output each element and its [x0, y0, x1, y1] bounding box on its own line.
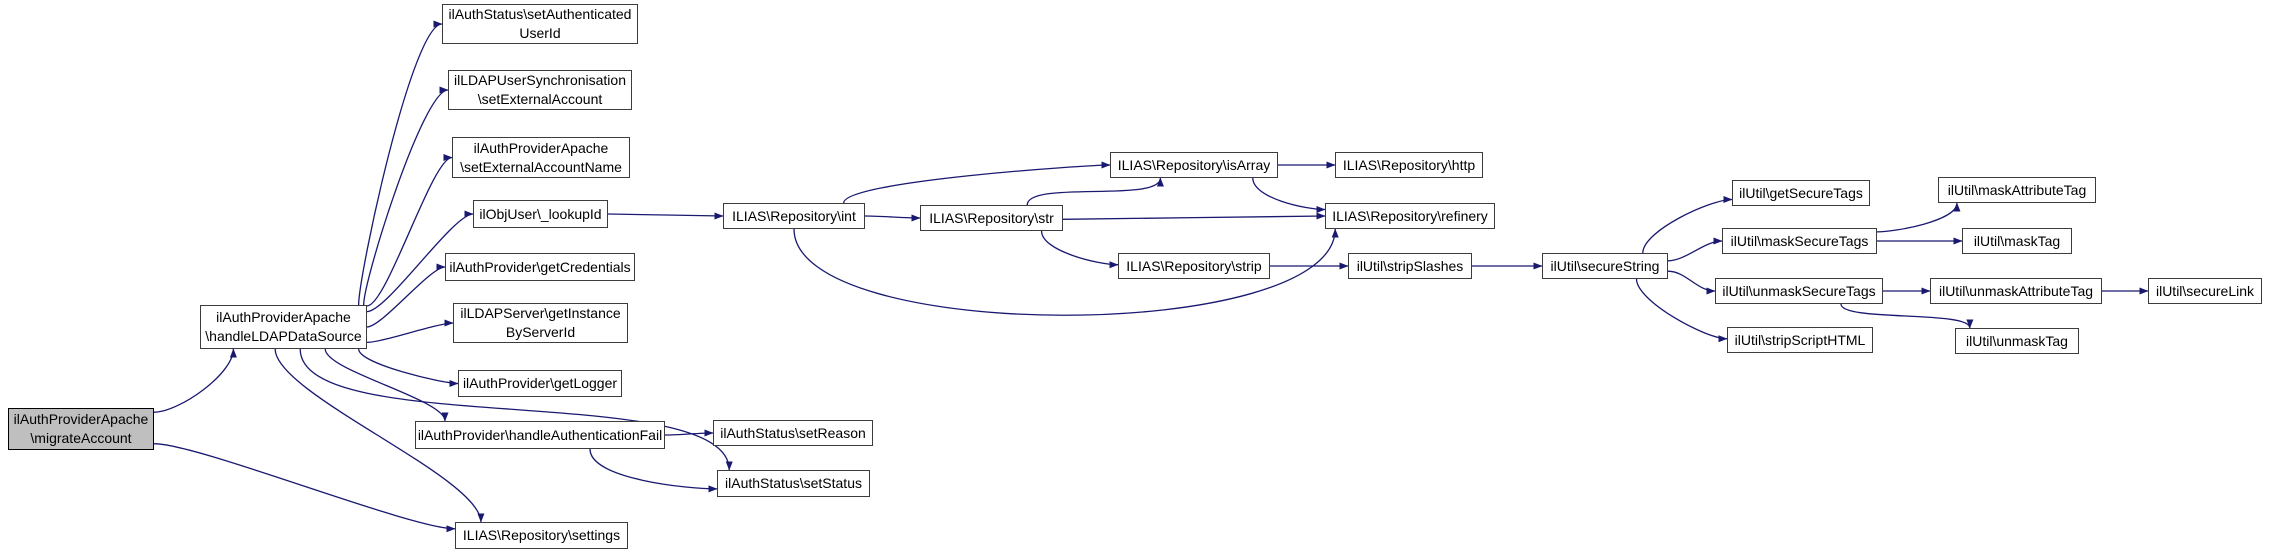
edge-secure-string--mask-secure-tags [1667, 237, 1723, 262]
node-repo-str[interactable]: ILIAS\Repository\str [920, 205, 1063, 231]
edge-handle-ldap-data-source--set-external-account-name [366, 154, 453, 307]
edge-handle-ldap-data-source--set-status [299, 348, 733, 471]
edge-handle-authentication-fail--set-reason [664, 429, 714, 437]
node-repo-is-array[interactable]: ILIAS\Repository\isArray [1110, 152, 1278, 178]
edge-handle-authentication-fail--set-status [589, 448, 718, 493]
node-get-secure-tags[interactable]: ilUtil\getSecureTags [1732, 180, 1870, 206]
edge-unmask-secure-tags--unmask-tag [1840, 303, 1974, 329]
edge-handle-ldap-data-source--set-external-account [363, 86, 449, 306]
node-label-line: ilUtil\maskAttributeTag [1947, 181, 2087, 198]
edge-handle-ldap-data-source--settings [274, 348, 485, 523]
node-label-line: ilAuthStatus\setReason [720, 424, 866, 441]
node-label-line: ilUtil\unmaskSecureTags [1722, 282, 1876, 299]
edge-repo-str--repo-refinery [1062, 212, 1326, 220]
edge-secure-string--strip-script-html [1635, 278, 1728, 343]
edge-secure-string--get-secure-tags [1642, 196, 1733, 254]
node-unmask-secure-tags[interactable]: ilUtil\unmaskSecureTags [1715, 278, 1883, 304]
node-lookup-id[interactable]: ilObjUser\_lookupId [473, 200, 608, 228]
node-set-external-account-name[interactable]: ilAuthProviderApache \setExternalAccountN… [452, 137, 630, 178]
node-label-line: ilUtil\maskTag [1973, 232, 2061, 249]
node-label-line: ILIAS\Repository\settings [462, 527, 621, 543]
node-get-credentials[interactable]: ilAuthProvider\getCredentials [445, 253, 635, 281]
edge-mask-secure-tags--mask-attribute-tag [1876, 202, 1961, 233]
node-label-line: ILIAS\Repository\str [929, 209, 1054, 226]
node-settings[interactable]: ILIAS\Repository\settings [455, 522, 628, 549]
edge-handle-ldap-data-source--handle-authentication-fail [324, 348, 449, 422]
node-strip-slashes[interactable]: ilUtil\stripSlashes [1348, 253, 1472, 279]
node-label-line: UserId [519, 25, 561, 41]
node-label-line: ilAuthStatus\setStatus [725, 475, 862, 491]
node-mask-secure-tags[interactable]: ilUtil\maskSecureTags [1722, 228, 1877, 254]
node-label-line: ILIAS\Repository\isArray [1117, 156, 1271, 173]
node-label-line: ilUtil\secureLink [2155, 282, 2255, 299]
node-repo-strip[interactable]: ILIAS\Repository\strip [1118, 253, 1270, 279]
node-repo-int[interactable]: ILIAS\Repository\int [723, 203, 865, 229]
node-label-line: ILIAS\Repository\http [1342, 156, 1476, 173]
node-label-line: \handleLDAPDataSource [205, 328, 362, 344]
node-label-line: ilAuthProvider\handleAuthenticationFail [417, 426, 663, 443]
node-label-line: ilLDAPServer\getInstance [460, 305, 621, 321]
node-label-line: ilUtil\unmaskTag [1966, 332, 2068, 349]
node-unmask-tag[interactable]: ilUtil\unmaskTag [1955, 328, 2079, 354]
node-handle-authentication-fail[interactable]: ilAuthProvider\handleAuthenticationFail [415, 421, 665, 449]
node-label-line: ilUtil\maskSecureTags [1730, 232, 1869, 249]
node-repo-refinery[interactable]: ILIAS\Repository\refinery [1325, 203, 1495, 229]
node-label-line: ILIAS\Repository\int [732, 207, 856, 224]
node-label-line: ilUtil\unmaskAttributeTag [1938, 282, 2094, 299]
node-set-external-account[interactable]: ilLDAPUserSynchronisation \setExternalAcc… [448, 70, 632, 110]
node-label-line: ilUtil\stripScriptHTML [1734, 331, 1866, 348]
edge-repo-str--repo-is-array [1026, 177, 1164, 206]
edge-lookup-id--repo-int [607, 212, 724, 220]
node-strip-script-html[interactable]: ilUtil\stripScriptHTML [1727, 327, 1873, 353]
node-migrate-account[interactable]: ilAuthProviderApache \migrateAccount [8, 408, 154, 450]
node-label-line: ilAuthProviderApache [473, 139, 609, 156]
node-label-line: ilAuthProvider\getCredentials [449, 258, 631, 275]
node-secure-link[interactable]: ilUtil\secureLink [2148, 278, 2262, 304]
edge-handle-ldap-data-source--get-instance-by-server-id [366, 319, 454, 344]
node-label-line: ilUtil\secureString [1550, 257, 1660, 274]
edge-repo-int--repo-str [864, 214, 921, 222]
edge-handle-ldap-data-source--get-credentials [366, 263, 446, 328]
edge-repo-str--repo-strip [1040, 230, 1119, 269]
edge-handle-ldap-data-source--get-logger [358, 348, 459, 387]
edge-migrate-account--handle-ldap-data-source [153, 348, 237, 413]
node-label-line: ilAuthStatus\setAuthenticated [448, 6, 632, 22]
node-label-line: ilAuthProvider\getLogger [462, 375, 618, 391]
node-label-line: \setExternalAccount [477, 91, 603, 107]
node-label-line: ilUtil\getSecureTags [1739, 184, 1863, 201]
node-label-line: ilUtil\stripSlashes [1356, 257, 1464, 274]
node-set-reason[interactable]: ilAuthStatus\setReason [713, 420, 873, 446]
node-label-line: ilObjUser\_lookupId [479, 205, 602, 222]
node-mask-attribute-tag[interactable]: ilUtil\maskAttributeTag [1938, 177, 2096, 203]
edge-migrate-account--settings [153, 443, 456, 533]
node-label-line: \setExternalAccountName [460, 158, 622, 175]
node-label-line: ilAuthProviderApache [216, 309, 351, 325]
node-label-line: ilLDAPUserSynchronisation [454, 72, 626, 88]
node-unmask-attribute-tag[interactable]: ilUtil\unmaskAttributeTag [1930, 278, 2102, 304]
node-mask-tag[interactable]: ilUtil\maskTag [1962, 228, 2072, 254]
node-label-line: \migrateAccount [30, 430, 132, 446]
node-set-status[interactable]: ilAuthStatus\setStatus [717, 470, 870, 497]
node-label-line: ILIAS\Repository\refinery [1332, 207, 1488, 224]
node-label-line: ilAuthProviderApache [13, 411, 149, 427]
node-secure-string[interactable]: ilUtil\secureString [1542, 253, 1668, 279]
edge-repo-int--repo-is-array [843, 161, 1111, 204]
edge-secure-string--unmask-secure-tags [1667, 270, 1716, 295]
edge-handle-ldap-data-source--lookup-id [366, 210, 474, 313]
node-label-line: ByServerId [505, 324, 576, 340]
node-repo-http[interactable]: ILIAS\Repository\http [1335, 152, 1483, 178]
node-handle-ldap-data-source[interactable]: ilAuthProviderApache \handleLDAPDataSourc… [200, 305, 367, 349]
edge-repo-is-array--repo-refinery [1252, 177, 1326, 213]
node-label-line: ILIAS\Repository\strip [1126, 257, 1262, 274]
edge-repo-int--repo-refinery [793, 228, 1339, 316]
node-get-logger[interactable]: ilAuthProvider\getLogger [458, 370, 622, 397]
edge-handle-ldap-data-source--set-authenticated-user-id [358, 20, 443, 306]
